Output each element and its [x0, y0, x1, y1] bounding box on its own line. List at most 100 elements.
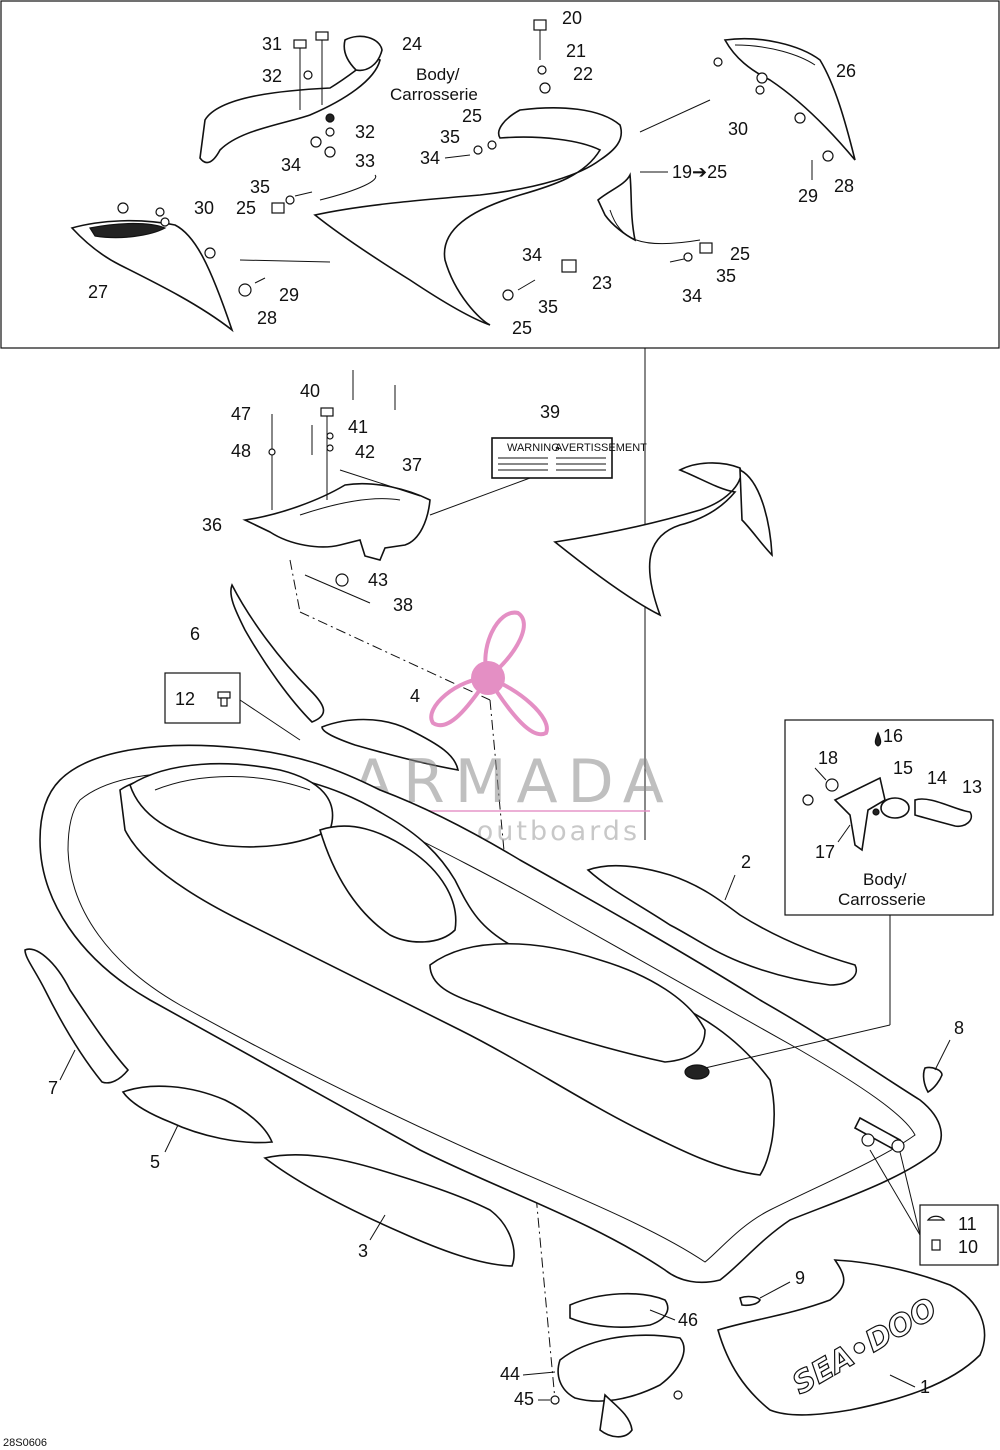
- mat-4: [321, 718, 460, 771]
- detail-parts: [802, 731, 973, 852]
- nut-43: [335, 573, 349, 587]
- callout-13: 13: [962, 777, 982, 797]
- drain-plug: [684, 1064, 710, 1080]
- callout-21: 21: [566, 41, 586, 61]
- handle-cover-24: [343, 35, 383, 72]
- callout-38: 38: [393, 595, 413, 615]
- callout-34: 34: [281, 155, 301, 175]
- lower-callouts: 2 16 18 15 14 13 17 Body/ Carrosserie 8 …: [48, 726, 982, 1409]
- fairing-reference: [553, 462, 742, 617]
- callout-39: 39: [540, 402, 560, 422]
- mat-8: [922, 1066, 943, 1094]
- callout-18: 18: [818, 748, 838, 768]
- rivet-10-11: [926, 1215, 946, 1251]
- callout-8: 8: [954, 1018, 964, 1038]
- callout-27: 27: [88, 282, 108, 302]
- centerline-1: [289, 559, 301, 613]
- body-label-line2: Carrosserie: [390, 85, 478, 104]
- box-10-leader: [869, 1149, 921, 1236]
- mat-7: [24, 948, 130, 1084]
- detail-body-label-1: Body/: [863, 870, 907, 889]
- strip-38: [304, 574, 371, 604]
- top-arrows: [239, 99, 711, 263]
- callout-1: 1: [920, 1377, 930, 1397]
- callout-32b: 32: [355, 122, 375, 142]
- callout-29b: 29: [798, 186, 818, 206]
- callout-28: 28: [257, 308, 277, 328]
- callout-28b: 28: [834, 176, 854, 196]
- side-panel-26: [723, 37, 856, 161]
- front-fairing-19: [313, 107, 622, 326]
- body-label-line1: Body/: [416, 65, 460, 84]
- centerline-3: [489, 699, 556, 1401]
- callout-37: 37: [402, 455, 422, 475]
- decal-leader: [429, 477, 531, 516]
- callout-23: 23: [592, 273, 612, 293]
- top-assembly-frame: [0, 0, 1000, 349]
- callout-15: 15: [893, 758, 913, 778]
- fairing-reference-side: [739, 468, 773, 558]
- decal-warning-title: WARNING: [507, 442, 560, 454]
- hatch-44: [557, 1334, 685, 1402]
- callout-35d: 35: [716, 266, 736, 286]
- callout-44: 44: [500, 1364, 520, 1384]
- decal-avertissement-title: AVERTISSEMENT: [555, 442, 647, 454]
- callout-48: 48: [231, 441, 251, 461]
- seat-well: [429, 942, 706, 1063]
- callout-6: 6: [190, 624, 200, 644]
- callout-9: 9: [795, 1268, 805, 1288]
- middle-callouts: 40 47 41 48 42 37 39 36 43 38 6 12 4: [175, 381, 560, 709]
- callout-20: 20: [562, 8, 582, 28]
- rear-ring-left: [861, 1133, 875, 1147]
- callout-16: 16: [883, 726, 903, 746]
- mat-5: [121, 1085, 274, 1144]
- mat-3: [263, 1153, 515, 1267]
- figure-code: 28S0606: [3, 1437, 47, 1449]
- screw-45b: [673, 1390, 683, 1400]
- callout-45: 45: [514, 1389, 534, 1409]
- callout-26: 26: [836, 61, 856, 81]
- storage-hardware: [268, 370, 396, 510]
- box-12-leader: [239, 699, 301, 741]
- storage-tray-36: [242, 482, 431, 561]
- callout-17: 17: [815, 842, 835, 862]
- callout-4: 4: [410, 686, 420, 706]
- callout-34c: 34: [522, 245, 542, 265]
- decal-1: [717, 1259, 986, 1416]
- callout-30b: 30: [728, 119, 748, 139]
- warning-decal-39: WARNING AVERTISSEMENT: [491, 437, 647, 479]
- side-panel-26-trim: [734, 44, 816, 66]
- steering-tunnel: [319, 825, 457, 943]
- callout-2: 2: [741, 852, 751, 872]
- part-12-box: [164, 672, 241, 724]
- callout-33: 33: [355, 151, 375, 171]
- callout-35b: 35: [440, 127, 460, 147]
- console-top: [154, 776, 311, 791]
- callout-10: 10: [958, 1237, 978, 1257]
- callout-25d: 25: [730, 244, 750, 264]
- side-panel-27-dark: [89, 222, 167, 239]
- callout-46: 46: [678, 1310, 698, 1330]
- top-hardware: [117, 19, 834, 301]
- grease-drop-icon: [874, 731, 882, 747]
- callout-19-25: 19➔25: [672, 162, 727, 182]
- detail-body-label-2: Carrosserie: [838, 890, 926, 909]
- gasket-46: [569, 1292, 669, 1329]
- callout-25b: 25: [462, 106, 482, 126]
- callout-14: 14: [927, 768, 947, 788]
- callout-43: 43: [368, 570, 388, 590]
- front-fairing-side-19: [597, 172, 637, 242]
- callout-25: 25: [236, 198, 256, 218]
- callout-12: 12: [175, 689, 195, 709]
- callout-29: 29: [279, 285, 299, 305]
- handle-grip-24: [199, 58, 381, 164]
- side-panel-27: [70, 219, 234, 333]
- callout-40: 40: [300, 381, 320, 401]
- callout-7: 7: [48, 1078, 58, 1098]
- callout-35: 35: [250, 177, 270, 197]
- callout-47: 47: [231, 404, 251, 424]
- callout-25c: 25: [512, 318, 532, 338]
- detail-leader-2: [704, 1024, 891, 1069]
- callout-34d: 34: [682, 286, 702, 306]
- callout-32: 32: [262, 66, 282, 86]
